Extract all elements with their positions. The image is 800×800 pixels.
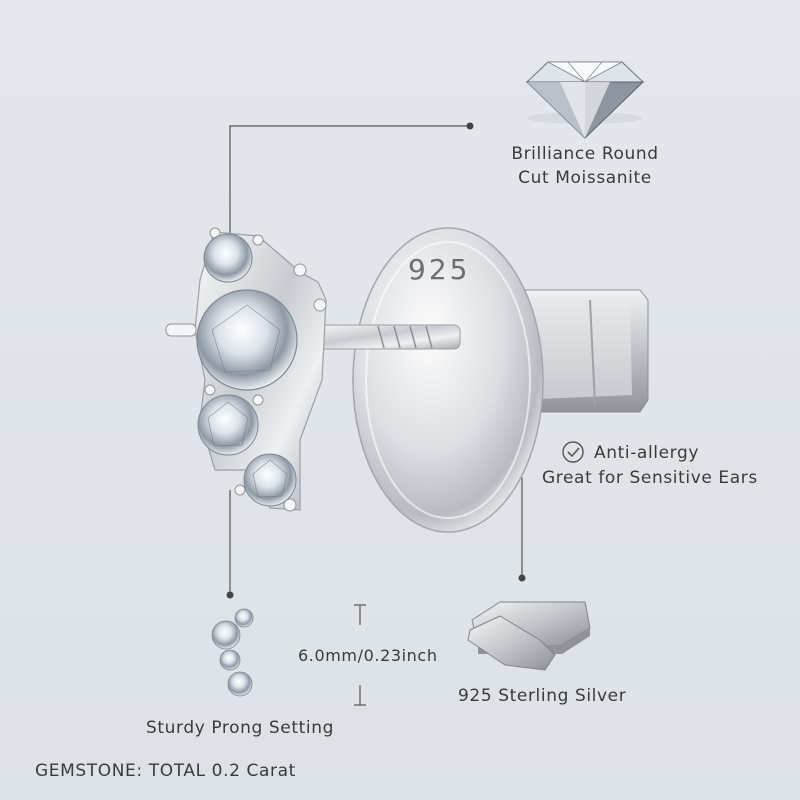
sterling-silver-label: 925 Sterling Silver: [458, 686, 627, 706]
check-circle-icon: [562, 441, 584, 463]
moissanite-label-line2: Cut Moissanite: [518, 168, 652, 188]
earring-back-disc: [352, 227, 544, 533]
prong-setting-thumbnail: [211, 608, 254, 697]
prong-setting-label: Sturdy Prong Setting: [146, 718, 334, 738]
silver-bars-icon: [467, 601, 591, 671]
gemstone-info: GEMSTONE: TOTAL 0.2 Carat: [35, 761, 296, 781]
antiallergy-label: Anti-allergy: [594, 443, 699, 463]
silver-stamp-925: 925: [408, 253, 471, 286]
size-label: 6.0mm/0.23inch: [298, 646, 438, 665]
size-bracket: [354, 604, 366, 706]
earring-front: [165, 227, 327, 512]
round-cut-diamond-icon: [525, 61, 645, 139]
moissanite-label-line1: Brilliance Round: [511, 144, 659, 164]
sensitive-ears-label: Great for Sensitive Ears: [542, 468, 758, 488]
leader-dots: [226, 122, 526, 599]
